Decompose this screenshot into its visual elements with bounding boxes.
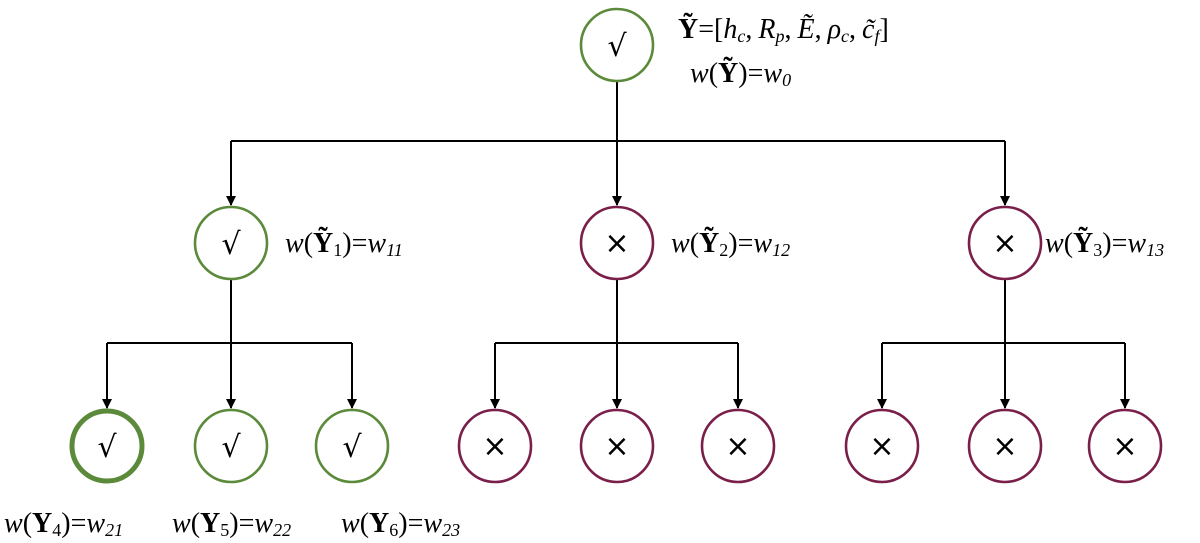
level2-node-5-check-icon: √: [221, 430, 241, 465]
level2-node-6-circle: [314, 408, 390, 484]
root-node-circle: [579, 7, 655, 83]
level2-node-8: ×: [579, 408, 655, 484]
level2-node-5-circle: [193, 408, 269, 484]
level1-node-2-weight-label: w(Ỹ2)=w12: [671, 227, 790, 260]
level2-node-8-circle: [579, 408, 655, 484]
level2-node-5-weight-label: w(Y5)=w22: [172, 508, 291, 540]
level1-node-3-cross-icon: ×: [992, 226, 1017, 261]
level2-node-11-circle: [967, 408, 1043, 484]
level2-node-9-circle: [700, 408, 776, 484]
connectors-root: [226, 81, 1010, 206]
level2-node-6-check-icon: √: [342, 430, 362, 465]
level2-node-8-cross-icon: ×: [604, 429, 629, 464]
level2-node-7-circle: [457, 408, 533, 484]
level2-node-4-weight-label: w(Y4)=w21: [4, 508, 123, 540]
level1-node-1: √: [193, 205, 269, 281]
root-check-icon: √: [607, 29, 627, 64]
level2-node-10: ×: [844, 408, 920, 484]
level1-node-2-cross-icon: ×: [604, 226, 629, 261]
level2-node-12: ×: [1087, 408, 1163, 484]
level2-node-4-check-icon: √: [97, 430, 117, 465]
level2-node-4-circle: [69, 408, 145, 484]
root-node: √: [579, 7, 655, 83]
level2-node-6-weight-label: w(Y6)=w23: [341, 508, 460, 540]
level2-node-12-cross-icon: ×: [1112, 429, 1137, 464]
connectors-node-1: [102, 280, 357, 409]
level2-node-10-circle: [844, 408, 920, 484]
level2-node-5: √: [193, 408, 269, 484]
level2-node-12-circle: [1087, 408, 1163, 484]
level1-node-2: ×: [579, 205, 655, 281]
level2-node-7-cross-icon: ×: [482, 429, 507, 464]
root-vector-label: Ỹ=[hc,Rp,Ẽ,ρc,c̃f]: [678, 13, 889, 46]
level1-node-1-check-icon: √: [221, 227, 241, 262]
level1-node-2-circle: [579, 205, 655, 281]
level2-node-4: √: [69, 408, 145, 484]
level1-node-1-weight-label: w(Ỹ1)=w11: [285, 227, 403, 260]
level2-node-9: ×: [700, 408, 776, 484]
level2-node-6: √: [314, 408, 390, 484]
connectors-node-2: [490, 280, 743, 409]
level1-node-3: ×: [967, 205, 1043, 281]
root-weight-label: w(Ỹ)=w0: [690, 57, 791, 90]
level2-node-7: ×: [457, 408, 533, 484]
level2-node-10-cross-icon: ×: [869, 429, 894, 464]
level1-node-3-circle: [967, 205, 1043, 281]
level2-node-11: ×: [967, 408, 1043, 484]
connectors-node-3: [877, 280, 1130, 409]
level1-node-3-weight-label: w(Ỹ3)=w13: [1045, 227, 1164, 260]
level1-node-1-circle: [193, 205, 269, 281]
level2-node-9-cross-icon: ×: [725, 429, 750, 464]
level2-node-11-cross-icon: ×: [992, 429, 1017, 464]
